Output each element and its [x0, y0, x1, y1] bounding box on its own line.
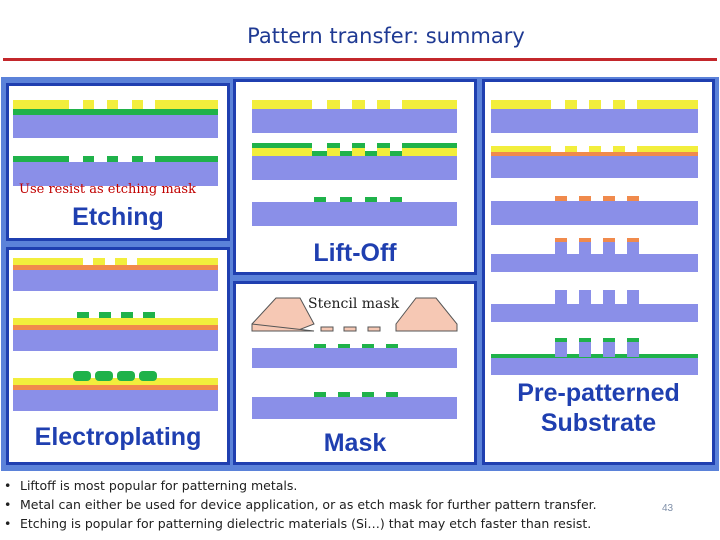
panel-prepatterned: Pre-patterned Substrate	[482, 79, 715, 465]
title-underline	[3, 58, 717, 61]
panel-liftoff: Lift-Off	[233, 79, 477, 275]
bullet-text: Metal can either be used for device appl…	[20, 497, 597, 512]
prepatterned-label-line1: Pre-patterned	[517, 379, 680, 407]
mask-label: Mask	[323, 429, 387, 457]
liftoff-label: Lift-Off	[313, 239, 397, 267]
bullet-item: •Liftoff is most popular for patterning …	[4, 478, 298, 493]
bullet-text: Liftoff is most popular for patterning m…	[20, 478, 298, 493]
bullet-item: •Etching is popular for patterning diele…	[4, 516, 592, 531]
etching-label: Etching	[72, 203, 164, 231]
bullet-list: •Liftoff is most popular for patterning …	[4, 476, 718, 533]
prepatterned-process-svg	[491, 100, 698, 375]
electroplating-label: Electroplating	[34, 423, 202, 451]
etching-note: Use resist as etching mask	[19, 182, 196, 197]
panel-electroplating: Electroplating	[6, 247, 230, 465]
page-number: 43	[662, 503, 674, 514]
bullet-item: •Metal can either be used for device app…	[4, 497, 597, 512]
panel-mask: Stencil mask Mask	[233, 281, 477, 465]
mask-note: Stencil mask	[308, 296, 400, 312]
panel-etching: Use resist as etching mask Etching	[6, 83, 230, 241]
electroplating-process-svg	[13, 258, 218, 411]
etching-process-svg	[13, 100, 218, 186]
page-title: Pattern transfer: summary	[247, 24, 525, 48]
mask-process-svg	[251, 297, 458, 419]
liftoff-process-svg	[252, 100, 457, 226]
bullet-text: Etching is popular for patterning dielec…	[20, 516, 592, 531]
prepatterned-label-line2: Substrate	[540, 409, 657, 437]
diagram-frame: Use resist as etching mask Etching	[1, 77, 719, 471]
